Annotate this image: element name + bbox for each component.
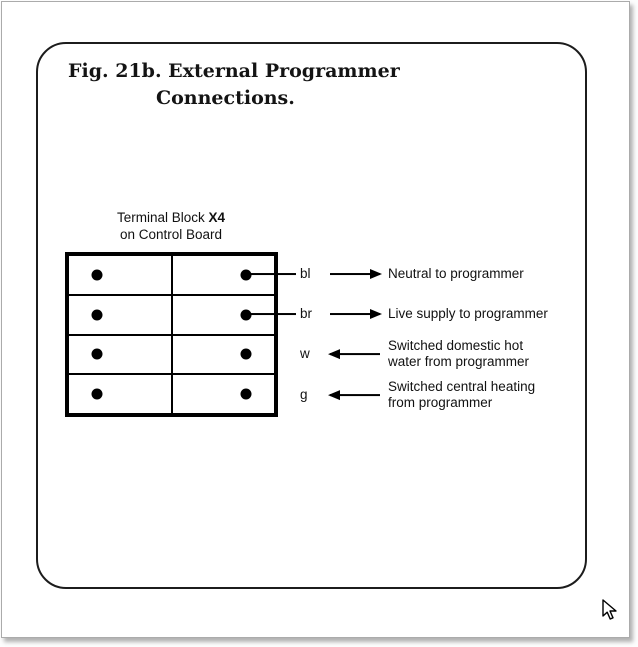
terminal-dot [240,388,252,400]
wire-label: g [300,387,308,403]
terminal-cell [171,334,275,375]
terminal-dot [91,269,103,281]
connection-row-g: g Switched central heating from programm… [244,379,535,411]
arrow-right-icon [330,272,380,275]
terminal-cell [68,294,172,335]
wire-label: w [300,346,310,362]
terminal-dot [91,388,103,400]
arrow-left-icon [330,394,380,396]
wire-connector-line [244,272,296,275]
terminal-block [65,252,278,417]
terminal-cell [171,374,275,414]
connection-description: Live supply to programmer [388,306,548,322]
document-page: Fig. 21b. External Programmer Connection… [1,1,630,638]
wire-connector-line [244,312,296,315]
terminal-block-label-id: X4 [208,210,226,225]
connection-description: Switched central heating from programmer [388,379,536,410]
terminal-dot [91,309,103,321]
terminal-block-label-line1: Terminal Block X4 [57,210,285,227]
connection-row-bl: bl Neutral to programmer [244,266,524,282]
terminal-dot [240,348,252,360]
terminal-block-label: Terminal Block X4 on Control Board [57,210,285,244]
arrow-right-icon [330,312,380,315]
terminal-cell [68,334,172,375]
arrow-left-icon [330,353,380,355]
wire-label: br [300,306,313,322]
terminal-dot [91,348,103,360]
figure-title-line1: Fig. 21b. External Programmer [68,60,400,82]
connection-row-br: br Live supply to programmer [244,306,548,322]
wire-label: bl [300,266,311,282]
figure-title-line2: Connections. [156,86,295,109]
terminal-block-label-prefix: Terminal Block [116,210,209,225]
connection-description: Switched domestic hot water from program… [388,338,530,369]
terminal-cell [68,374,172,414]
mouse-cursor-icon [602,599,619,626]
terminal-cell [68,255,172,295]
terminal-block-label-line2: on Control Board [119,226,223,242]
connection-row-w: w Switched domestic hot water from progr… [244,338,529,370]
connection-description: Neutral to programmer [388,266,524,282]
figure-title: Fig. 21b. External Programmer Connection… [68,58,400,111]
